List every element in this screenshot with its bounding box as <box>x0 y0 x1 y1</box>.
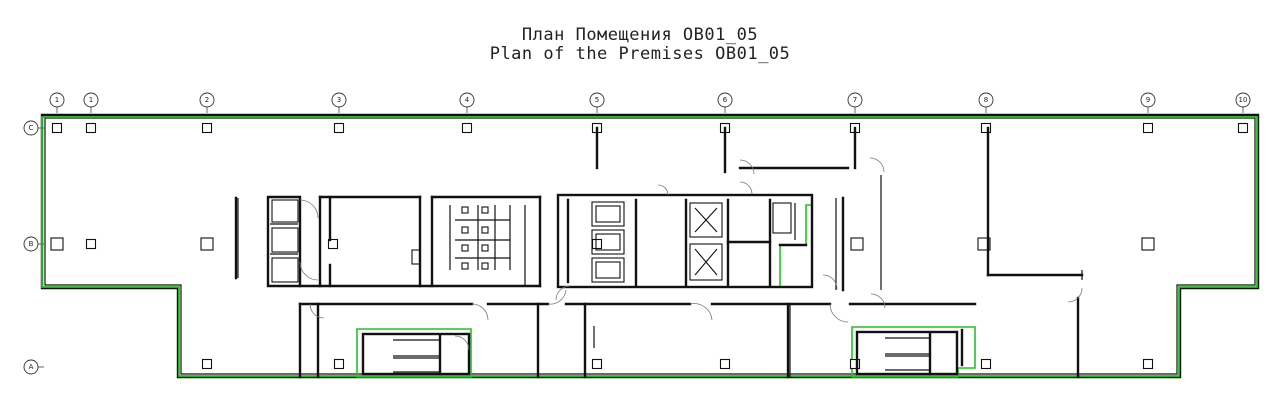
row-grid-bubbles: C B A <box>23 120 44 375</box>
premises-boundary <box>41 116 1258 378</box>
column-bubble: 8 <box>978 92 994 113</box>
interior-walls <box>234 126 1084 379</box>
column-pier <box>591 358 603 370</box>
row-label: A <box>29 363 34 371</box>
column-label: 4 <box>465 96 470 104</box>
column-label: 1 <box>55 96 59 104</box>
plan-title-ru: План Помещения OB01_05 <box>521 25 759 45</box>
column-pier <box>980 122 992 134</box>
column-pier <box>980 358 992 370</box>
column-label: 3 <box>337 96 341 104</box>
column-pier <box>85 238 97 250</box>
column-pier <box>85 122 97 134</box>
column-label: 8 <box>984 96 988 104</box>
door-swings <box>299 157 1083 351</box>
column-pier <box>201 358 213 370</box>
column-bubble: 4 <box>459 92 475 113</box>
column-bubble: 1 <box>49 92 65 113</box>
column-label: 2 <box>205 96 209 104</box>
column-pier <box>461 122 473 134</box>
column-pier <box>333 358 345 370</box>
column-label: 9 <box>1146 96 1150 104</box>
column-bubble: 10 <box>1235 92 1251 113</box>
plan-title-block: План Помещения OB01_05 Plan of the Premi… <box>0 26 1280 64</box>
column-pier <box>201 122 213 134</box>
structural-columns <box>50 122 1249 370</box>
column-pier <box>1237 122 1249 134</box>
column-pier <box>1142 122 1154 134</box>
column-bubble: 3 <box>331 92 347 113</box>
column-pier <box>1142 358 1154 370</box>
exterior-walls <box>40 113 1260 379</box>
column-pier <box>850 237 864 251</box>
column-label: 7 <box>853 96 857 104</box>
column-pier <box>333 122 345 134</box>
row-label: C <box>29 124 34 132</box>
column-grid-bubbles: 1 1 2 3 4 5 6 7 8 9 10 <box>49 92 1251 113</box>
column-pier <box>719 358 731 370</box>
column-pier <box>200 237 214 251</box>
column-pier <box>1141 237 1155 251</box>
column-label: 10 <box>1239 96 1248 104</box>
column-pier <box>51 122 63 134</box>
column-bubble: 9 <box>1140 92 1156 113</box>
column-pier <box>849 358 861 370</box>
column-bubble: 7 <box>847 92 863 113</box>
column-bubble: 2 <box>199 92 215 113</box>
column-bubble: 1 <box>83 92 99 113</box>
row-bubble: C <box>23 120 44 136</box>
row-label: B <box>29 240 34 248</box>
column-bubble: 6 <box>717 92 733 113</box>
row-bubble: A <box>23 359 44 375</box>
column-label: 5 <box>595 96 599 104</box>
row-bubble: B <box>23 236 44 252</box>
column-pier <box>591 238 603 250</box>
column-pier <box>50 237 64 251</box>
column-label: 1 <box>89 96 93 104</box>
column-pier <box>327 238 339 250</box>
column-label: 6 <box>723 96 728 104</box>
plan-title-en: Plan of the Premises OB01_05 <box>489 44 791 64</box>
column-bubble: 5 <box>589 92 605 113</box>
